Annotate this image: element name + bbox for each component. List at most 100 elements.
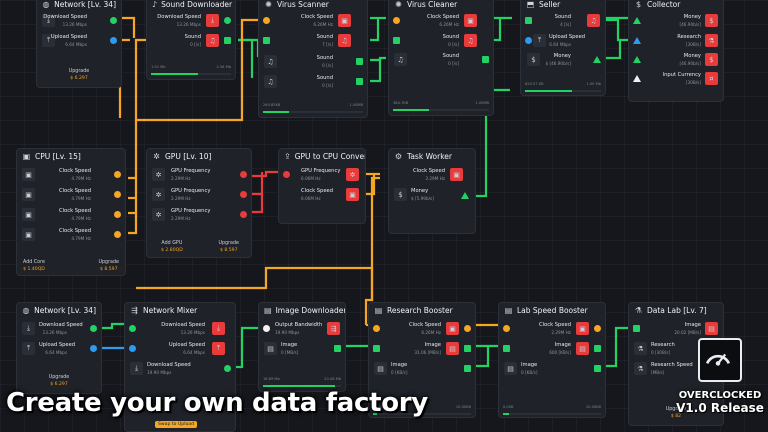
output-port-download[interactable] [90,325,97,332]
sound-icon: ♫ [587,14,600,27]
output-port-sound[interactable] [482,56,489,63]
input-port-sound[interactable] [525,17,532,24]
input-port-clock[interactable] [503,325,510,332]
output-port-sound[interactable] [356,78,363,85]
download-icon: ⤓ [206,14,219,27]
network-bottom-node[interactable]: ◍ Network [Lv. 34] ⤓ Download Speed 13.2… [16,302,102,394]
node-header[interactable]: ✺ Virus Cleaner [389,0,493,12]
cpu-node[interactable]: ▣ CPU [Lv. 15] ▣ Clock Speed 4.79M Hz ▣ … [16,148,126,276]
output-port-image[interactable] [594,345,601,352]
output-port-gpu[interactable] [240,211,247,218]
node-header[interactable]: ⚙ Task Worker [389,149,475,164]
swap-to-upload-button[interactable]: Swap to Upload [155,421,198,428]
node-header[interactable]: ⇶ Network Mixer [125,303,235,318]
seller-node[interactable]: ⬒ Seller Sound 4 [/s] ♫ ⤒ Upload Speed 6… [520,0,606,96]
gpu-node[interactable]: ✲ GPU [Lv. 10] ✲ GPU Frequency 2.29M Hz … [146,148,252,258]
row-value: 6.06M Hz [301,176,321,181]
output-row-sound-infected: ♫ Sound 0 [/s] [259,73,367,93]
sound-icon: ♫ [338,34,351,47]
virus-cleaner-node[interactable]: ✺ Virus Cleaner Clock Speed 6.26M Hz ▣ S… [388,0,494,116]
upgrade-button[interactable]: Upgrade $ 82 [629,407,723,419]
output-row-clock-2: ▣ Clock Speed 4.79M Hz [17,186,125,206]
output-port-clock[interactable] [114,211,121,218]
input-port-sound[interactable] [393,37,400,44]
node-header[interactable]: ▤ Research Booster [369,303,475,318]
input-port-clock[interactable] [373,325,380,332]
research-booster-node[interactable]: ▤ Research Booster Clock Speed 6.26M Hz … [368,302,476,418]
node-header[interactable]: ▤ Lab Speed Booster [499,303,605,318]
input-port-clock[interactable] [263,17,270,24]
node-header[interactable]: ⬒ Seller [521,0,605,12]
add-gpu-button[interactable]: Add GPU $ 2.80QD [161,241,183,253]
add-core-button[interactable]: Add Core $ 1.40QD [23,260,45,272]
output-port-clock[interactable] [114,171,121,178]
network-mixer-node[interactable]: ⇶ Network Mixer Download Speed 13.26 Mbp… [124,302,236,432]
virus-scanner-node[interactable]: ✺ Virus Scanner Clock Speed 6.26M Hz ▣ S… [258,0,368,118]
upgrade-button[interactable]: Upgrade $ 6.297 [17,375,101,387]
input-port-upload[interactable] [525,37,532,44]
node-header[interactable]: ✲ GPU [Lv. 10] [147,149,251,164]
upgrade-button[interactable]: Upgrade $ 8.597 [98,260,119,272]
collector-node[interactable]: $ Collector Money [46.90b/s] $ Research … [628,0,724,102]
node-header[interactable]: ⚗ Data Lab [Lv. 7] [629,303,723,318]
output-port-image[interactable] [594,365,601,372]
output-port-clock[interactable] [594,325,601,332]
node-header[interactable]: ▣ CPU [Lv. 15] [17,149,125,164]
input-port-download[interactable] [224,17,231,24]
gpu-fan-icon: ✲ [152,168,165,181]
node-header[interactable]: ✺ Virus Scanner [259,0,367,12]
output-row-gpu-1: ✲ GPU Frequency 2.29M Hz [147,166,251,186]
image-downloader-node[interactable]: ▤ Image Downloader Output Bandwidth 19.9… [258,302,346,392]
node-header[interactable]: ◍ Network [Lv. 34] [37,0,121,12]
node-header[interactable]: ♪ Sound Downloader [147,0,235,12]
output-port-download[interactable] [110,17,117,24]
input-port-image[interactable] [373,345,380,352]
input-port-currency[interactable] [633,75,641,82]
output-port-image[interactable] [334,345,341,352]
input-port-sound[interactable] [263,37,270,44]
node-header[interactable]: ▤ Image Downloader [259,303,345,318]
output-port-gpu[interactable] [240,171,247,178]
output-port-money[interactable] [461,192,469,199]
input-port-download[interactable] [129,325,136,332]
output-port-money[interactable] [593,56,601,63]
input-port-gpu[interactable] [283,171,290,178]
input-port-image[interactable] [503,345,510,352]
output-port-clock[interactable] [114,231,121,238]
upload-icon: ⤒ [212,342,225,355]
output-port-image[interactable] [464,345,471,352]
node-header[interactable]: $ Collector [629,0,723,12]
input-port-bandwidth[interactable] [263,325,270,332]
output-port-clock[interactable] [114,191,121,198]
network-top-node[interactable]: ◍ Network [Lv. 34] ⤓ Download Speed 13.2… [36,0,122,88]
input-port-clock[interactable] [393,17,400,24]
output-port-download[interactable] [224,365,231,372]
row-label: Sound [316,34,333,40]
node-title: GPU [Lv. 10] [165,152,212,161]
node-header[interactable]: ◍ Network [Lv. 34] [17,303,101,318]
output-port-gpu[interactable] [240,191,247,198]
lab-speed-booster-node[interactable]: ▤ Lab Speed Booster Clock Speed 2.29M Hz… [498,302,606,418]
node-header[interactable]: ⇪ GPU to CPU Converter [279,149,365,164]
task-worker-node[interactable]: ⚙ Task Worker Clock Speed 3.29M Hz ▣ $ M… [388,148,476,234]
upgrade-price: $ 8.597 [219,248,238,253]
input-port-money[interactable] [633,56,641,63]
input-port-image[interactable] [633,325,640,332]
row-label: Upload Speed [168,342,205,348]
output-port-upload[interactable] [110,37,117,44]
output-port-sound[interactable] [224,37,231,44]
sound-downloader-node[interactable]: ♪ Sound Downloader Download Speed 13.26 … [146,0,236,80]
output-port-image[interactable] [464,365,471,372]
gpu-to-cpu-converter-node[interactable]: ⇪ GPU to CPU Converter GPU Frequency 6.0… [278,148,366,224]
upgrade-button[interactable]: Upgrade $ 6.297 [37,69,121,81]
input-port-money[interactable] [633,17,641,24]
output-port-clock[interactable] [464,325,471,332]
output-port-upload[interactable] [90,345,97,352]
input-port-research[interactable] [633,37,641,44]
sound-file-icon: ♪ [152,0,158,9]
input-port-upload[interactable] [129,345,136,352]
output-port-sound[interactable] [356,58,363,65]
node-title: Virus Cleaner [407,0,458,9]
upgrade-button[interactable]: Upgrade $ 8.597 [218,241,239,253]
node-title: Image Downloader [275,306,346,315]
